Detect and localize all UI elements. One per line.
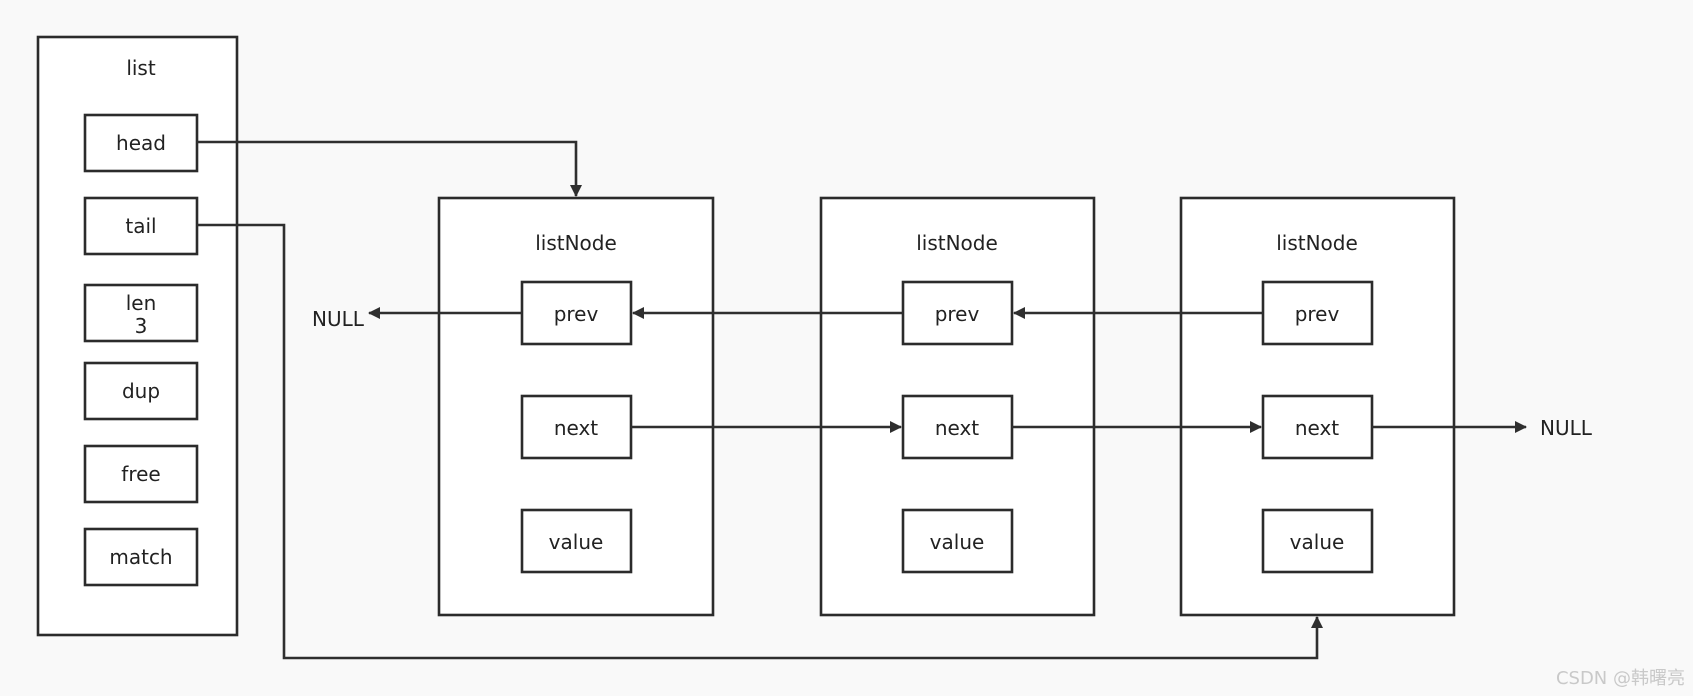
list-node-3-prev-label: prev bbox=[1295, 302, 1340, 326]
free-field bbox=[83, 444, 199, 504]
list-node-1-value-label: value bbox=[549, 530, 604, 554]
list-node-1-title: listNode bbox=[535, 231, 617, 255]
list-title: list bbox=[126, 56, 156, 80]
len-value: 3 bbox=[135, 314, 148, 338]
list-node-2-next bbox=[901, 394, 1014, 460]
list-node-1: listNode prev next value bbox=[437, 196, 715, 617]
list-node-1-prev-label: prev bbox=[554, 302, 599, 326]
dup-field bbox=[83, 361, 199, 421]
list-node-2-prev bbox=[901, 280, 1014, 346]
tail-label: tail bbox=[125, 214, 156, 238]
list-node-1-next bbox=[520, 394, 633, 460]
list-node-2-title: listNode bbox=[916, 231, 998, 255]
match-field bbox=[83, 527, 199, 587]
list-node-2-value bbox=[901, 508, 1014, 574]
list-node-2-value-label: value bbox=[930, 530, 985, 554]
head-pointer-arrow bbox=[197, 140, 582, 197]
null-left-label: NULL bbox=[312, 307, 365, 331]
free-label: free bbox=[121, 462, 160, 486]
list-node-3-next-label: next bbox=[1295, 416, 1339, 440]
tail-field bbox=[83, 196, 199, 256]
list-node-2-prev-label: prev bbox=[935, 302, 980, 326]
list-node-3: listNode prev next value bbox=[1179, 196, 1456, 617]
list-node-2: listNode prev next value bbox=[819, 196, 1096, 617]
dup-label: dup bbox=[122, 379, 160, 403]
list-node-2-next-label: next bbox=[935, 416, 979, 440]
match-label: match bbox=[109, 545, 172, 569]
tail-pointer-arrow bbox=[197, 223, 1323, 660]
head-field bbox=[83, 113, 199, 173]
watermark: CSDN @韩曙亮 bbox=[1556, 668, 1685, 689]
len-label: len bbox=[126, 291, 157, 315]
list-node-1-next-label: next bbox=[554, 416, 598, 440]
list-node-3-title: listNode bbox=[1276, 231, 1358, 255]
len-field bbox=[83, 283, 199, 343]
list-struct: list head tail len 3 dup free match bbox=[36, 35, 239, 637]
list-node-3-value-label: value bbox=[1290, 530, 1345, 554]
head-label: head bbox=[116, 131, 166, 155]
null-right-label: NULL bbox=[1540, 416, 1593, 440]
list-node-3-value bbox=[1261, 508, 1374, 574]
list-node-1-value bbox=[520, 508, 633, 574]
